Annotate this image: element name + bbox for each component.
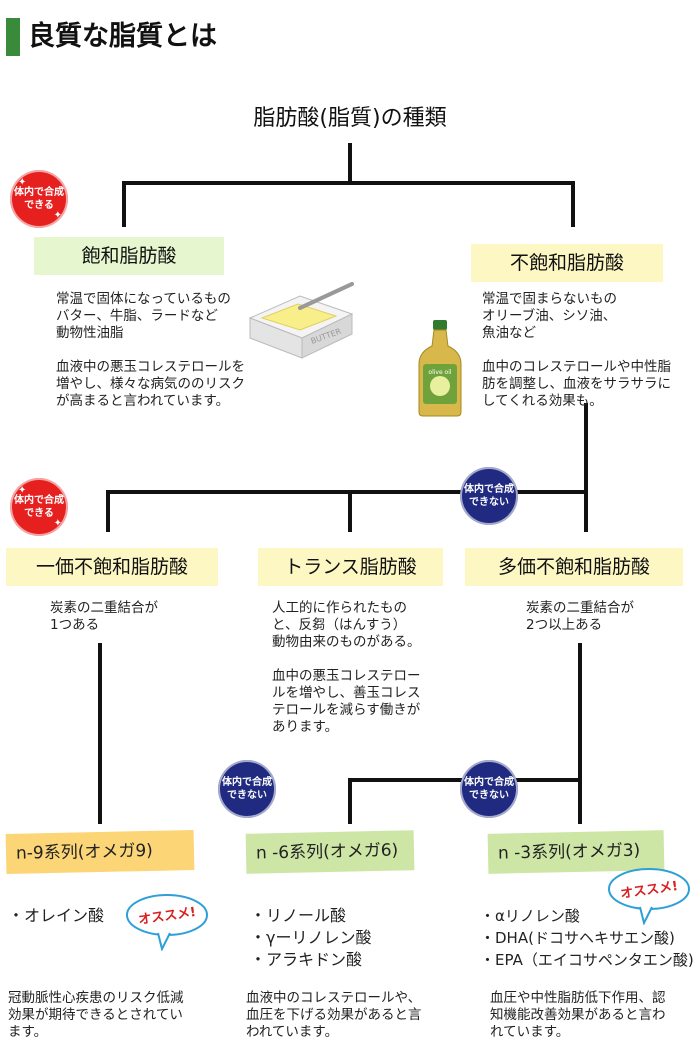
sparkle-icon: ✦ [18, 177, 27, 188]
title-accent-bar [6, 18, 20, 56]
badge-cannot-synthesize: 体内で合成 できない [460, 467, 518, 525]
unsaturated-desc: 常温で固まらないもの オリーブ油、シソ油、 魚油など 血中のコレステロールや中性… [482, 291, 671, 409]
diagram-heading: 脂肪酸(脂質)の種類 [253, 106, 447, 131]
badge-text: 体内で合成 できる [14, 187, 64, 211]
badge-cannot-synthesize: 体内で合成 できない [460, 760, 518, 818]
sparkle-icon: ✦ [53, 210, 62, 221]
recommend-bubble: オススメ! [606, 867, 692, 925]
badge-can-synthesize: 体内で合成 できる ✦ ✦ [10, 170, 68, 228]
saturated-desc: 常温で固体になっているもの バター、牛脂、ラードなど 動物性油脂 血液中の悪玉コ… [56, 291, 245, 409]
badge-text: 体内で合成 できない [464, 484, 514, 508]
omega3-desc: 血圧や中性脂肪低下作用、認 知機能改善効果があると言わ れています。 [490, 990, 666, 1040]
polyunsaturated-label: 多価不飽和脂肪酸 [465, 548, 683, 586]
speech-bubble-icon [126, 894, 208, 951]
saturated-fatty-acid-label: 飽和脂肪酸 [34, 237, 224, 275]
omega6-label: n -6系列(オメガ6) [245, 830, 415, 874]
badge-text: 体内で合成 できる [14, 495, 64, 519]
recommend-bubble: オススメ! [124, 893, 210, 951]
omega9-desc: 冠動脈性心疾患のリスク低減 効果が期待できるとされてい ます。 [8, 990, 184, 1040]
sparkle-icon: ✦ [53, 518, 62, 529]
olive-oil-bottle-icon: olive oil [418, 320, 462, 417]
sparkle-icon: ✦ [18, 485, 27, 496]
monounsaturated-label: 一価不飽和脂肪酸 [6, 548, 218, 586]
trans-fatty-acid-label: トランス脂肪酸 [258, 548, 443, 586]
unsaturated-fatty-acid-label: 不飽和脂肪酸 [471, 244, 663, 282]
badge-text: 体内で合成 できない [222, 777, 272, 801]
mono-desc: 炭素の二重結合が 1つある [50, 600, 158, 633]
trans-desc: 人工的に作られたもの と、反芻（はんすう） 動物由来のものがある。 血中の悪玉コ… [272, 600, 421, 735]
poly-desc: 炭素の二重結合が 2つ以上ある [526, 600, 634, 633]
omega9-label: n-9系列(オメガ9) [5, 830, 195, 874]
badge-text: 体内で合成 できない [464, 777, 514, 801]
omega3-items: ・αリノレン酸 ・DHA(ドコサヘキサエン酸) ・EPA（エイコサペンタエン酸) [480, 907, 694, 969]
badge-can-synthesize: 体内で合成 できる ✦ ✦ [10, 478, 68, 536]
badge-cannot-synthesize: 体内で合成 できない [218, 760, 276, 818]
page-title: 良質な脂質とは [28, 21, 217, 52]
speech-bubble-icon [608, 868, 690, 925]
omega6-desc: 血液中のコレステロールや、 血圧を下げる効果があると言 われています。 [246, 990, 422, 1040]
omega6-items: ・リノール酸 ・γーリノレン酸 ・アラキドン酸 [250, 906, 372, 969]
omega9-items: ・オレイン酸 [8, 906, 105, 925]
bottle-label-text: olive oil [428, 369, 451, 376]
butter-icon: BUTTER [248, 282, 354, 359]
